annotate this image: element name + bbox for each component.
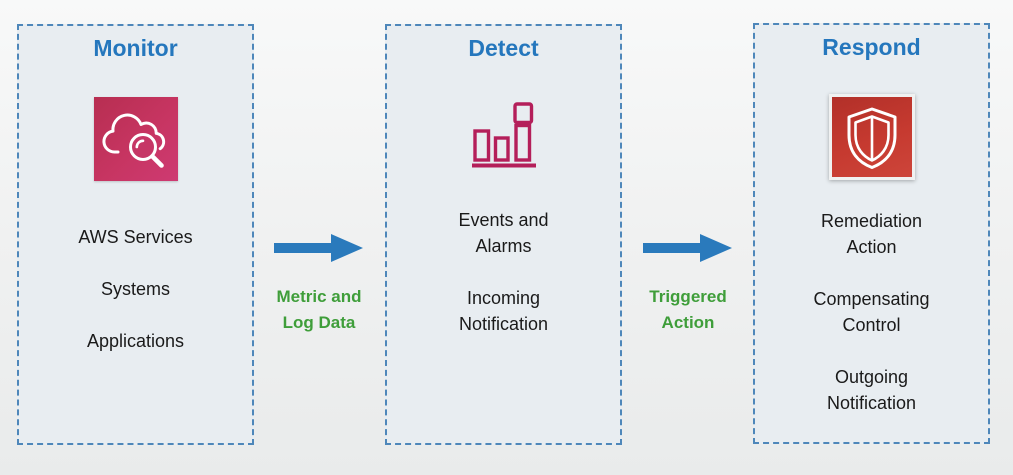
list-item: Compensating Control — [813, 289, 930, 335]
panel-title-respond: Respond — [822, 34, 921, 60]
list-item: Events and Alarms — [458, 210, 549, 256]
panel-respond: Respond Remediation Action Compensating … — [753, 23, 990, 444]
list-item: Incoming Notification — [458, 288, 549, 334]
detect-item-list: Events and Alarms Incoming Notification — [438, 207, 570, 363]
list-item: Applications — [86, 331, 185, 351]
list-item: AWS Services — [78, 227, 193, 247]
connector-label-metric-log-data: Metric and Log Data — [276, 287, 362, 332]
connector-label-triggered-action: Triggered Action — [649, 287, 727, 332]
panel-title-monitor: Monitor — [93, 35, 178, 61]
shield-icon — [828, 94, 915, 180]
bar-chart-alarm-icon — [471, 102, 536, 168]
respond-item-list: Remediation Action Compensating Control … — [806, 208, 938, 442]
list-item: Outgoing Notification — [826, 367, 917, 413]
panel-detect: Detect Events and Alarms Incoming Notifi… — [385, 24, 622, 445]
panel-monitor: Monitor AWS Services Systems Application… — [17, 24, 254, 445]
flow-arrow-icon — [274, 234, 363, 262]
monitor-item-list: AWS Services Systems Applications — [70, 224, 202, 380]
list-item: Systems — [100, 279, 170, 299]
list-item: Remediation Action — [820, 211, 923, 257]
flow-arrow-icon — [643, 234, 732, 262]
panel-title-detect: Detect — [468, 35, 539, 61]
cloud-search-icon — [93, 97, 178, 181]
